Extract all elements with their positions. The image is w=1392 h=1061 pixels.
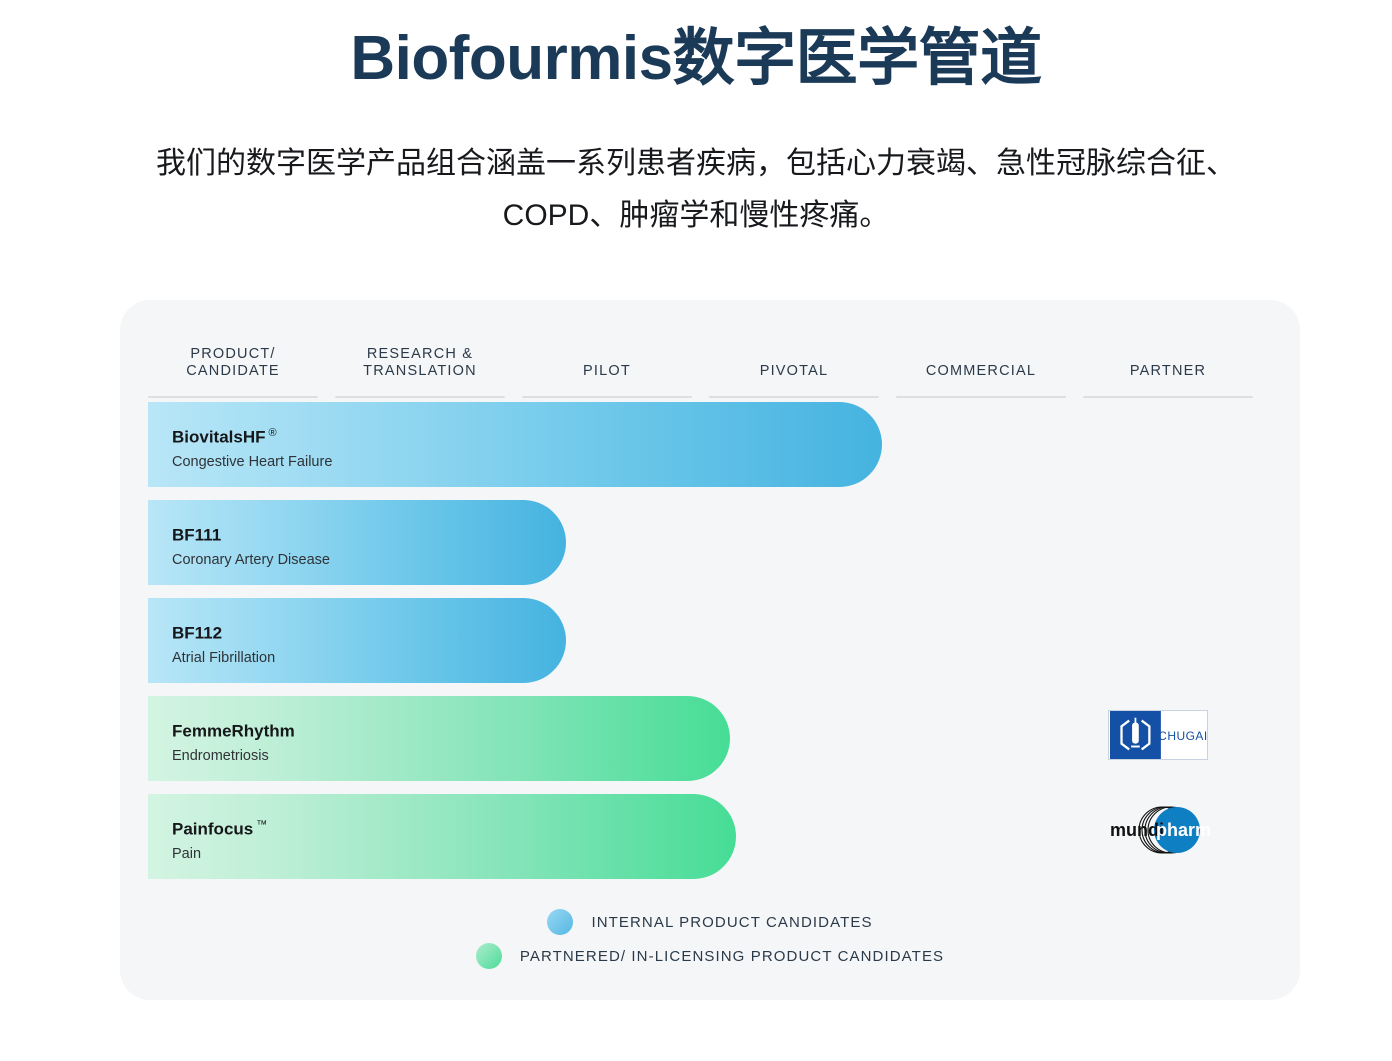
- legend-label-partnered: PARTNERED/ IN-LICENSING PRODUCT CANDIDAT…: [519, 947, 945, 965]
- column-header-pivotal: PIVOTAL: [709, 328, 879, 406]
- svg-text:pharma: pharma: [1156, 820, 1210, 840]
- column-header-label: PRODUCT/ CANDIDATE: [148, 346, 318, 380]
- column-header-label: PIVOTAL: [759, 363, 829, 379]
- pipeline-row: BiovitalsHF® Congestive Heart Failure: [148, 402, 1272, 500]
- column-header-label: COMMERCIAL: [925, 363, 1037, 379]
- column-header-commercial: COMMERCIAL: [896, 328, 1066, 406]
- bar-indication: Congestive Heart Failure: [172, 453, 333, 470]
- mundipharma-logo-icon: mundi pharma: [1110, 806, 1210, 854]
- product-name-text: FemmeRhythm: [172, 721, 295, 741]
- svg-text:CHUGAI: CHUGAI: [1158, 729, 1208, 743]
- page-title: Biofourmis数字医学管道: [350, 24, 1042, 93]
- bar-text: FemmeRhythm Endrometriosis: [172, 716, 298, 766]
- column-header-label: PILOT: [583, 363, 631, 379]
- column-headers: PRODUCT/ CANDIDATE RESEARCH & TRANSLATIO…: [148, 328, 1272, 408]
- product-name-text: Painfocus: [172, 819, 254, 839]
- pipeline-bar-bf112[interactable]: BF112 Atrial Fibrillation: [148, 598, 566, 683]
- product-name-text: BF111: [172, 525, 222, 545]
- column-header-line2: CANDIDATE: [186, 363, 280, 379]
- column-rule: [522, 396, 692, 398]
- partner-logo-mundipharma[interactable]: mundi pharma: [1106, 802, 1210, 858]
- legend-label-internal: INTERNAL PRODUCT CANDIDATES: [591, 913, 873, 931]
- bar-indication: Pain: [172, 845, 202, 862]
- column-header-research-translation: RESEARCH & TRANSLATION: [335, 328, 505, 406]
- pipeline-row: BF111 Coronary Artery Disease: [148, 500, 1272, 598]
- bar-indication: Atrial Fibrillation: [172, 649, 276, 666]
- column-header-product-candidate: PRODUCT/ CANDIDATE: [148, 328, 318, 406]
- legend-item-partnered: PARTNERED/ IN-LICENSING PRODUCT CANDIDAT…: [120, 939, 1300, 973]
- column-rule: [148, 396, 318, 398]
- bar-product-name: BF112: [172, 618, 275, 645]
- column-header-line1: PRODUCT/: [190, 346, 276, 362]
- column-rule: [896, 396, 1066, 398]
- legend-swatch-internal-icon: [547, 909, 574, 935]
- pipeline-rows: BiovitalsHF® Congestive Heart Failure BF…: [148, 402, 1272, 892]
- trademark-mark: ®: [268, 427, 277, 439]
- bar-indication: Coronary Artery Disease: [172, 551, 330, 568]
- bar-product-name: FemmeRhythm: [172, 716, 298, 743]
- legend-swatch-partnered-icon: [475, 943, 502, 969]
- trademark-mark: ™: [256, 819, 268, 831]
- column-header-line1: RESEARCH &: [366, 346, 474, 362]
- column-header-partner: PARTNER: [1083, 328, 1253, 406]
- column-rule: [709, 396, 879, 398]
- bar-text: BiovitalsHF® Congestive Heart Failure: [172, 422, 332, 472]
- bar-product-name: BiovitalsHF®: [172, 422, 332, 449]
- bar-text: BF111 Coronary Artery Disease: [172, 520, 330, 570]
- column-rule: [1083, 396, 1253, 398]
- page-subtitle: 我们的数字医学产品组合涵盖一系列患者疾病，包括心力衰竭、急性冠脉综合征、COPD…: [156, 147, 1236, 232]
- pipeline-row: BF112 Atrial Fibrillation: [148, 598, 1272, 696]
- column-header-label: PARTNER: [1129, 363, 1207, 379]
- bar-text: BF112 Atrial Fibrillation: [172, 618, 275, 668]
- svg-text:mundi: mundi: [1110, 820, 1164, 840]
- pipeline-bar-femmerhythm[interactable]: FemmeRhythm Endrometriosis: [148, 696, 730, 781]
- column-header-line2: TRANSLATION: [363, 363, 477, 379]
- pipeline-bar-bf111[interactable]: BF111 Coronary Artery Disease: [148, 500, 566, 585]
- product-name-text: BF112: [172, 623, 223, 643]
- column-header-pilot: PILOT: [522, 328, 692, 406]
- product-name-text: BiovitalsHF: [172, 427, 266, 447]
- partner-logo-chugai[interactable]: CHUGAI: [1108, 710, 1208, 766]
- legend-item-internal: INTERNAL PRODUCT CANDIDATES: [120, 905, 1300, 939]
- bar-indication: Endrometriosis: [172, 747, 269, 764]
- pipeline-card: PRODUCT/ CANDIDATE RESEARCH & TRANSLATIO…: [120, 300, 1300, 1000]
- column-header-label: RESEARCH & TRANSLATION: [335, 346, 505, 380]
- pipeline-bar-biovitalshf[interactable]: BiovitalsHF® Congestive Heart Failure: [148, 402, 882, 487]
- chugai-logo-icon: CHUGAI: [1108, 710, 1208, 760]
- bar-product-name: BF111: [172, 520, 330, 547]
- legend: INTERNAL PRODUCT CANDIDATES PARTNERED/ I…: [120, 905, 1300, 973]
- pipeline-row: FemmeRhythm Endrometriosis: [148, 696, 1272, 794]
- column-rule: [335, 396, 505, 398]
